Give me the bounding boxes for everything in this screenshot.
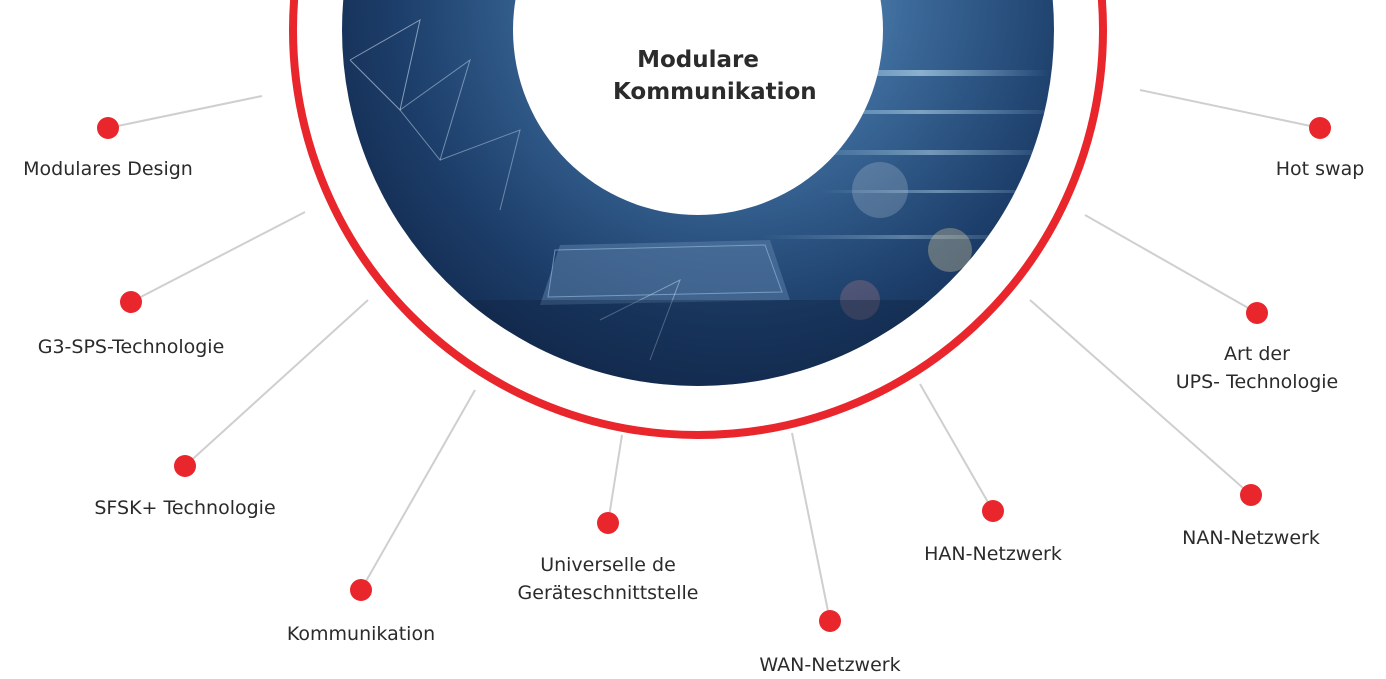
connector-line-1 bbox=[107, 95, 263, 129]
node-label-line: Universelle de bbox=[540, 554, 676, 576]
node-label-line: UPS- Technologie bbox=[1175, 371, 1339, 393]
connector-line-7 bbox=[919, 383, 994, 512]
node-label-4: Kommunikation bbox=[287, 620, 435, 648]
node-dot-10 bbox=[1309, 117, 1331, 139]
node-label-6: WAN-Netzwerk bbox=[759, 651, 900, 679]
node-label-1: Modulares Design bbox=[23, 155, 193, 183]
node-label-7: HAN-Netzwerk bbox=[924, 540, 1062, 568]
inner-white-circle bbox=[513, 0, 883, 215]
node-label-line: Art der bbox=[1224, 343, 1290, 365]
center-title: Modulare Kommunikation bbox=[613, 44, 817, 108]
connector-line-5 bbox=[607, 434, 623, 524]
node-label-10: Hot swap bbox=[1276, 155, 1365, 183]
connector-line-2 bbox=[130, 211, 306, 303]
node-label-line: Hot swap bbox=[1275, 158, 1365, 180]
node-label-line: Modulares Design bbox=[23, 158, 193, 180]
node-dot-1 bbox=[97, 117, 119, 139]
node-label-2: G3-SPS-Technologie bbox=[38, 333, 225, 361]
node-label-line: G3-SPS-Technologie bbox=[37, 336, 225, 358]
node-dot-5 bbox=[597, 512, 619, 534]
node-label-line: HAN-Netzwerk bbox=[924, 543, 1062, 565]
node-label-line: NAN-Netzwerk bbox=[1182, 527, 1320, 549]
node-dot-4 bbox=[350, 579, 372, 601]
node-label-8: NAN-Netzwerk bbox=[1182, 524, 1320, 552]
outer-red-ring bbox=[289, 0, 1107, 439]
node-dot-2 bbox=[120, 291, 142, 313]
node-label-line: Geräteschnittstelle bbox=[517, 582, 699, 604]
center-title-line-1: Modulare bbox=[637, 47, 759, 73]
connector-line-10 bbox=[1139, 89, 1321, 129]
connector-line-6 bbox=[791, 432, 831, 622]
node-label-line: SFSK+ Technologie bbox=[94, 497, 276, 519]
node-dot-7 bbox=[982, 500, 1004, 522]
node-dot-3 bbox=[174, 455, 196, 477]
connector-line-3 bbox=[184, 299, 369, 467]
connector-line-9 bbox=[1084, 214, 1258, 314]
node-dot-8 bbox=[1240, 484, 1262, 506]
node-dot-9 bbox=[1246, 302, 1268, 324]
node-dots bbox=[97, 117, 1331, 632]
node-label-line: WAN-Netzwerk bbox=[759, 654, 901, 676]
node-label-line: Kommunikation bbox=[286, 623, 436, 645]
connector-line-8 bbox=[1029, 299, 1252, 496]
center-title-line-2: Kommunikation bbox=[613, 79, 817, 105]
node-label-5: Universelle de Geräteschnittstelle bbox=[518, 551, 699, 607]
connector-line-4 bbox=[360, 389, 476, 591]
connector-lines bbox=[107, 89, 1321, 622]
node-label-3: SFSK+ Technologie bbox=[94, 494, 275, 522]
node-dot-6 bbox=[819, 610, 841, 632]
